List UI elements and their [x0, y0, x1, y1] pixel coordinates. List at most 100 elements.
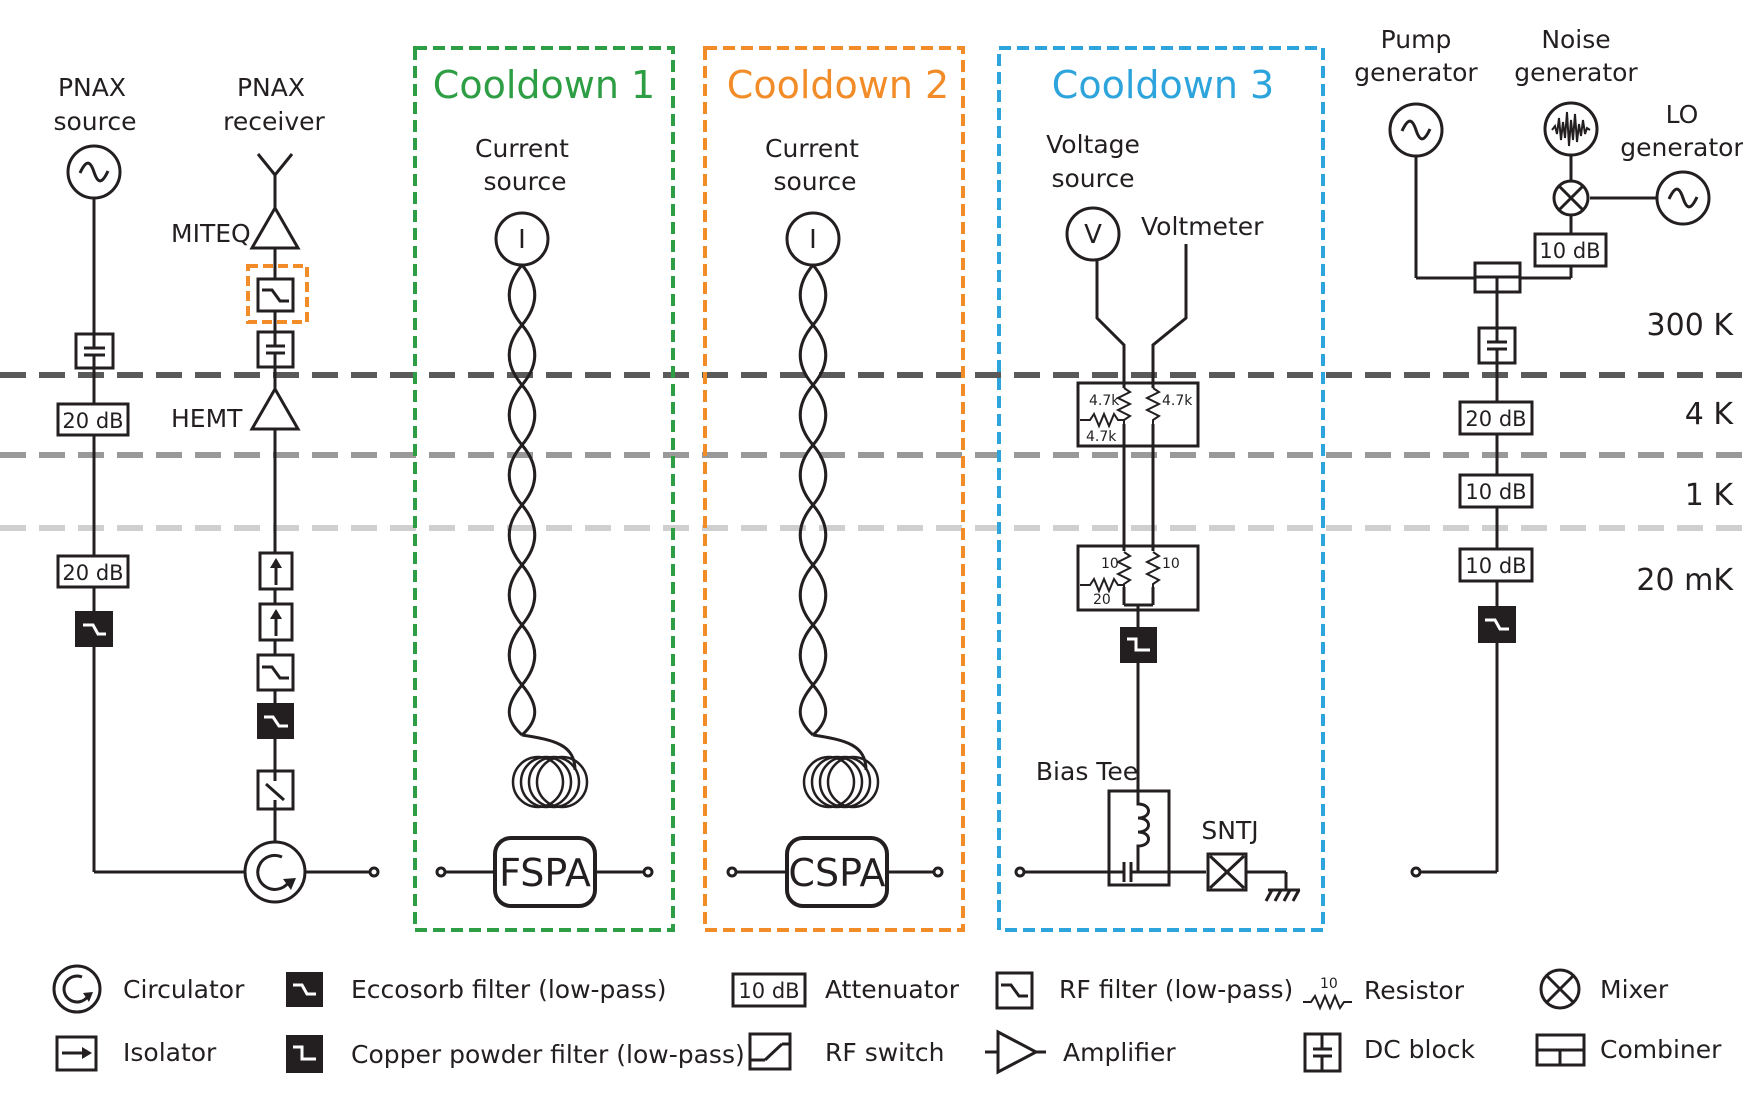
pnax-source-label-1: PNAX — [58, 73, 126, 102]
pnax-source-chain: PNAX source 20 dB 20 dB — [53, 73, 248, 874]
rf-filter-icon — [256, 653, 295, 692]
pnax-receiver-chain: PNAX receiver MITEQ HEMT — [171, 73, 380, 904]
current-source-icon: I — [785, 211, 841, 267]
pump-generator-icon — [1388, 102, 1444, 158]
cooldown-1-panel: Cooldown 1 Current source I FSPA — [413, 46, 675, 932]
pnax-source-label-2: source — [53, 107, 136, 136]
cooldown-3-source-label-1: Voltage — [1046, 130, 1140, 159]
miteq-label: MITEQ — [171, 219, 251, 248]
legend-amplifier: Amplifier — [1063, 1038, 1176, 1067]
dc-block-icon — [74, 332, 115, 370]
amplifier-icon — [249, 204, 301, 250]
port-terminal — [368, 866, 380, 878]
attenuator-box — [731, 972, 807, 1008]
isolator-icon — [258, 551, 294, 591]
legend-circulator: Circulator — [123, 975, 245, 1004]
legend-resistor: Resistor — [1364, 976, 1465, 1005]
cooldown-2-source-label-2: source — [773, 167, 856, 196]
legend-dc-block: DC block — [1364, 1035, 1476, 1064]
lo-generator-icon — [1655, 170, 1711, 226]
fspa-device-label: FSPA — [499, 851, 591, 895]
rf-switch-icon — [256, 769, 295, 811]
coil-icon — [511, 733, 589, 809]
resistor-icon: 10 — [1303, 976, 1352, 1011]
sntj-junction-icon — [1206, 852, 1248, 892]
attenuator-label: 10 dB — [1465, 554, 1526, 578]
resistor-label: 10 — [1101, 556, 1119, 572]
copper-powder-filter-icon — [1120, 627, 1157, 663]
cooldown2-only-marker — [246, 264, 309, 324]
dc-block-icon — [1303, 1032, 1342, 1073]
eccosorb-filter-icon — [257, 703, 294, 739]
svg-text:V: V — [1084, 220, 1102, 250]
eccosorb-filter-icon — [75, 611, 113, 647]
attenuator-box — [1533, 232, 1608, 268]
amplifier-icon — [985, 1029, 1046, 1075]
ground-icon — [1264, 888, 1301, 902]
port-terminal — [1410, 866, 1422, 878]
resistor-label: 4.7k — [1089, 393, 1120, 409]
mixer-icon — [1539, 968, 1581, 1010]
cooldown-2-source-label-1: Current — [765, 134, 859, 163]
port-terminal — [932, 866, 944, 878]
cooldown-3-title: Cooldown 3 — [1052, 63, 1274, 107]
cooldown-1-source-label-2: source — [483, 167, 566, 196]
amplifier-icon — [249, 385, 301, 431]
attenuator-box — [1458, 473, 1534, 509]
cooldown-1-frame — [413, 46, 675, 932]
fspa-device-box — [493, 836, 597, 908]
sntj-label: SNTJ — [1201, 816, 1258, 845]
coil-icon — [802, 733, 880, 809]
port-terminal — [726, 866, 738, 878]
legend-combiner: Combiner — [1600, 1035, 1722, 1064]
temp-label-4k: 4 K — [1685, 397, 1735, 432]
resistor-label: 10 — [1162, 556, 1180, 572]
combiner-icon — [1535, 1033, 1586, 1067]
temp-label-1k: 1 K — [1685, 478, 1735, 513]
resistor-network-4k — [1076, 381, 1200, 448]
receiver-antenna-icon — [256, 153, 294, 178]
dc-block-icon — [1477, 326, 1517, 365]
legend: Circulator Eccosorb filter (low-pass) 10… — [52, 964, 1722, 1075]
pump-label-2: generator — [1354, 58, 1478, 87]
pump-label-1: Pump — [1381, 25, 1452, 54]
resistor-label: 4.7k — [1086, 429, 1117, 445]
noise-label-1: Noise — [1541, 25, 1610, 54]
pump-chain: Pump generator Noise generator LO genera… — [1354, 25, 1743, 878]
cooldown-2-title: Cooldown 2 — [727, 63, 949, 107]
eccosorb-filter-icon — [1478, 606, 1516, 643]
svg-text:I: I — [809, 225, 817, 255]
voltage-source-icon: V — [1065, 206, 1121, 262]
cooldown-3-panel: Cooldown 3 Voltage source Voltmeter V 4.… — [997, 46, 1325, 932]
legend-resistor-value: 10 — [1320, 976, 1338, 992]
bias-tee-label: Bias Tee — [1036, 757, 1138, 786]
resistor-label: 4.7k — [1162, 393, 1193, 409]
svg-text:I: I — [518, 225, 526, 255]
legend-attenuator: Attenuator — [825, 975, 960, 1004]
temp-label-20mk: 20 mK — [1636, 563, 1734, 598]
cooldown-3-frame — [997, 46, 1325, 932]
cooldown-1-title: Cooldown 1 — [433, 63, 655, 107]
lo-label-1: LO — [1666, 100, 1699, 129]
legend-copper: Copper powder filter (low-pass) — [351, 1040, 745, 1069]
rf-filter-icon — [995, 971, 1034, 1010]
attenuator-label: 20 dB — [62, 561, 123, 585]
legend-isolator: Isolator — [123, 1038, 217, 1067]
attenuator-label: 20 dB — [1465, 407, 1526, 431]
port-terminal — [1014, 866, 1026, 878]
current-source-icon: I — [494, 211, 550, 267]
temp-label-300k: 300 K — [1647, 308, 1735, 343]
noise-label-2: generator — [1514, 58, 1638, 87]
cspa-device-label: CSPA — [788, 851, 885, 895]
port-terminal — [435, 866, 447, 878]
hemt-label: HEMT — [171, 404, 243, 433]
twisted-pair-icon — [507, 264, 537, 737]
lo-label-2: generator — [1620, 133, 1743, 162]
circulator-icon — [52, 964, 102, 1014]
legend-attenuator-box-label: 10 dB — [738, 979, 799, 1003]
attenuator-box — [56, 554, 130, 589]
attenuator-box — [1458, 547, 1534, 583]
isolator-icon — [55, 1035, 98, 1072]
cooldown-2-panel: Cooldown 2 Current source I CSPA — [703, 46, 965, 932]
